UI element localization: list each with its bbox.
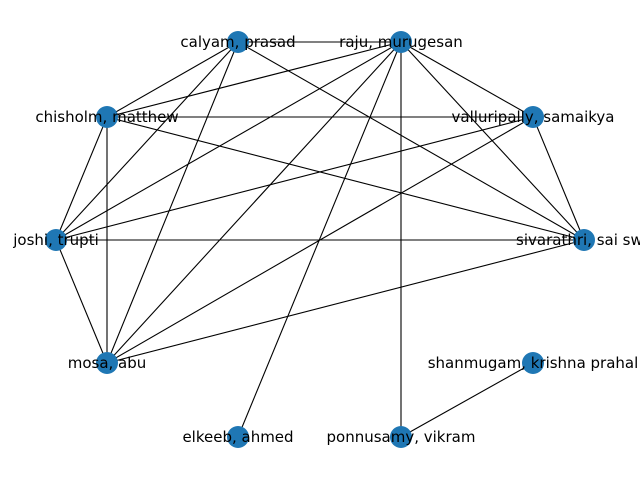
edge-sivarathri-mosa <box>106 239 585 364</box>
edge-valluripally-sivarathri <box>532 116 585 241</box>
node-joshi <box>45 229 67 251</box>
node-label-joshi: joshi, trupti <box>12 231 99 249</box>
node-shanmugam <box>522 352 544 374</box>
node-chisholm <box>96 106 118 128</box>
node-label-calyam: calyam, prasad <box>180 33 295 51</box>
node-label-ponnusamy: ponnusamy, vikram <box>327 428 476 446</box>
node-labels: calyam, prasad raju, murugesan chisholm, m… <box>12 33 640 446</box>
node-raju <box>390 31 412 53</box>
node-label-raju: raju, murugesan <box>339 33 463 51</box>
edge-calyam-chisholm <box>106 41 239 118</box>
edge-calyam-joshi <box>55 41 239 241</box>
edge-calyam-mosa <box>106 41 239 364</box>
edge-calyam-sivarathri <box>237 41 585 241</box>
node-elkeeb <box>227 426 249 448</box>
node-label-valluripally: valluripally, samaikya <box>452 108 615 126</box>
node-label-sivarathri: sivarathri, sai swa <box>516 231 640 249</box>
edge-chisholm-joshi <box>55 116 108 241</box>
edge-raju-chisholm <box>106 41 402 118</box>
edge-chisholm-sivarathri <box>106 116 585 241</box>
node-sivarathri <box>573 229 595 251</box>
node-label-elkeeb: elkeeb, ahmed <box>182 428 293 446</box>
node-ponnusamy <box>390 426 412 448</box>
edge-raju-mosa <box>106 41 402 364</box>
node-mosa <box>96 352 118 374</box>
edge-valluripally-joshi <box>55 116 534 241</box>
edge-raju-joshi <box>55 41 402 241</box>
node-valluripally <box>522 106 544 128</box>
edge-raju-valluripally <box>400 41 534 118</box>
node-label-shanmugam: shanmugam, krishna prahal <box>428 354 639 372</box>
node-label-mosa: mosa, abu <box>68 354 147 372</box>
nodes <box>45 31 595 448</box>
edge-shanmugam-ponnusamy <box>400 362 534 438</box>
edge-joshi-mosa <box>55 239 108 364</box>
node-label-chisholm: chisholm, matthew <box>35 108 178 126</box>
node-calyam <box>227 31 249 53</box>
edges <box>55 41 585 438</box>
